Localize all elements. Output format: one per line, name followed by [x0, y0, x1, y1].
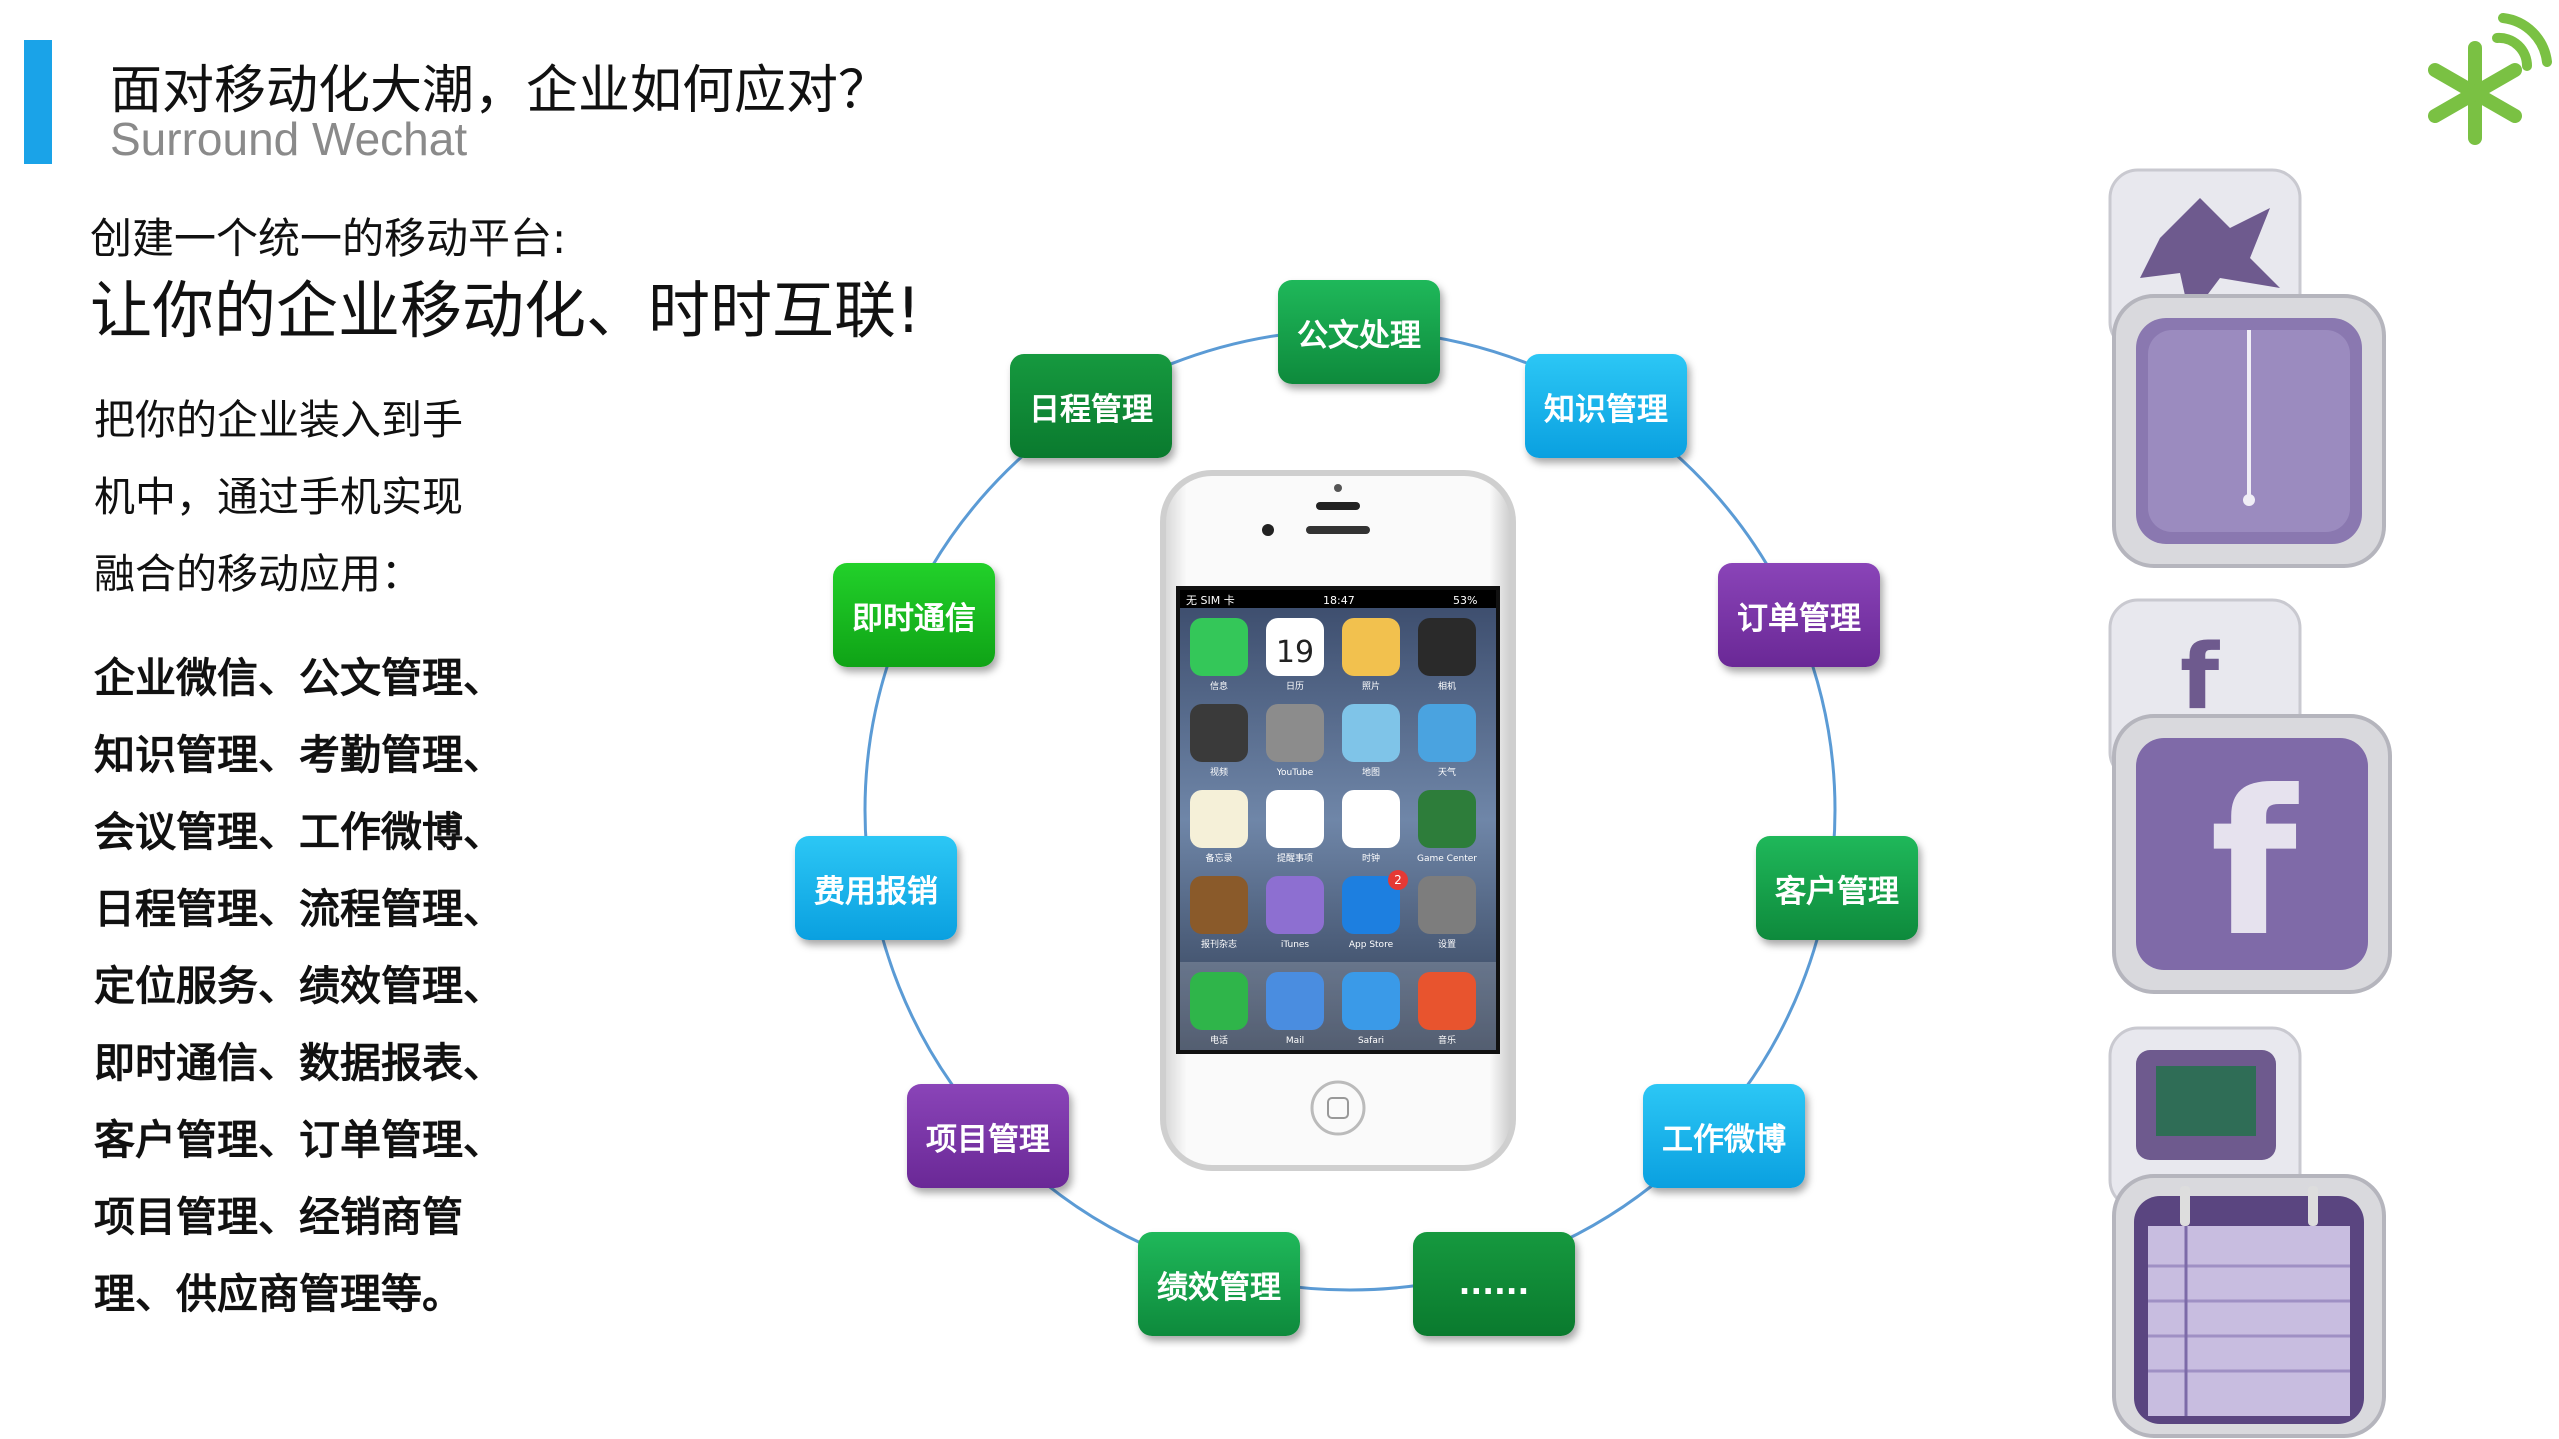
phone-app-label: 天气	[1438, 766, 1456, 778]
feature-line: 项目管理、经销商管	[94, 1193, 463, 1241]
phone-dock-label: 音乐	[1438, 1034, 1456, 1046]
phone-app-icon: 设置	[1418, 876, 1476, 950]
description-line: 机中，通过手机实现	[94, 473, 463, 521]
module-instant-messaging[interactable]: 即时通信	[833, 563, 995, 667]
phone-app-label: YouTube	[1276, 768, 1314, 778]
phone-app-icon: App Store	[1342, 876, 1400, 950]
feature-line: 定位服务、绩效管理、	[94, 962, 504, 1010]
svg-text:f: f	[2180, 625, 2220, 730]
module-performance-management[interactable]: 绩效管理	[1138, 1232, 1300, 1336]
phone-dock-icon: 电话	[1190, 972, 1248, 1046]
phone-status-battery: 53%	[1453, 594, 1477, 607]
intro-headline: 让你的企业移动化、时时互联!	[90, 274, 921, 347]
phone-app-icon: 时钟	[1342, 790, 1400, 864]
module-project-management[interactable]: 项目管理	[907, 1084, 1069, 1188]
app-store-badge: 2	[1388, 870, 1408, 890]
phone-app-label: 相机	[1438, 680, 1456, 692]
facebook-icon: f f	[2108, 598, 2392, 994]
module-knowledge-management[interactable]: 知识管理	[1525, 354, 1687, 458]
svg-text:2: 2	[1394, 873, 1402, 887]
phone-calendar-day: 19	[1276, 635, 1314, 670]
module-order-management[interactable]: 订单管理	[1718, 563, 1880, 667]
slide-title: 面对移动化大潮，企业如何应对？	[110, 61, 891, 121]
phone-app-label: iTunes	[1281, 940, 1310, 950]
phone-app-label: Game Center	[1417, 854, 1477, 864]
phone-app-icon: Game Center	[1417, 790, 1477, 864]
feature-line: 日程管理、流程管理、	[94, 885, 504, 933]
phone-app-label: 设置	[1438, 939, 1456, 950]
phone-app-label: 日历	[1286, 681, 1304, 692]
svg-text:f: f	[2210, 748, 2299, 981]
phone-dock-label: 电话	[1210, 1034, 1228, 1046]
phone-dock-label: Safari	[1358, 1036, 1384, 1046]
phone-app-icon: 信息	[1190, 618, 1248, 692]
phone-dock-icon: Mail	[1266, 972, 1324, 1046]
plane-icon	[2108, 168, 2386, 568]
feature-line: 会议管理、工作微博、	[94, 808, 504, 856]
feature-list: 企业微信、公文管理、 知识管理、考勤管理、 会议管理、工作微博、 日程管理、流程…	[94, 640, 564, 1333]
phone-app-label: 信息	[1210, 680, 1228, 692]
phone-app-icon: 19 日历	[1266, 618, 1324, 692]
phone-app-icon: YouTube	[1266, 704, 1324, 778]
phone-dock-label: Mail	[1286, 1036, 1304, 1046]
phone-app-icon: 报刊杂志	[1190, 876, 1248, 950]
phone-app-label: 报刊杂志	[1201, 938, 1237, 950]
phone-app-label: 地图	[1362, 766, 1380, 778]
module-work-weibo[interactable]: 工作微博	[1643, 1084, 1805, 1188]
notes-icon	[2108, 1026, 2386, 1438]
module-customer-management[interactable]: 客户管理	[1756, 836, 1918, 940]
feature-line: 理、供应商管理等。	[94, 1270, 463, 1318]
feature-line: 客户管理、订单管理、	[94, 1116, 504, 1164]
module-expense-reimbursement[interactable]: 费用报销	[795, 836, 957, 940]
slide-subtitle: Surround Wechat	[110, 113, 468, 165]
description-line: 融合的移动应用：	[94, 550, 422, 598]
module-document-processing[interactable]: 公文处理	[1278, 280, 1440, 384]
title-accent-bar	[24, 40, 52, 164]
brand-logo-icon	[2428, 13, 2552, 145]
phone-app-label: App Store	[1349, 940, 1394, 950]
phone-app-label: 提醒事项	[1277, 852, 1313, 864]
phone-app-icon: 提醒事项	[1266, 790, 1324, 864]
phone-app-icon: iTunes	[1266, 876, 1324, 950]
phone-status-time: 18:47	[1323, 594, 1355, 607]
phone-app-label: 时钟	[1362, 852, 1380, 864]
feature-line: 知识管理、考勤管理、	[94, 731, 504, 779]
phone-app-label: 备忘录	[1205, 852, 1232, 864]
feature-line: 企业微信、公文管理、	[94, 654, 504, 702]
module-more[interactable]: ......	[1413, 1232, 1575, 1336]
phone-app-icon: 天气	[1418, 704, 1476, 778]
phone-status-carrier: 无 SIM 卡	[1186, 594, 1235, 607]
phone-app-label: 照片	[1362, 680, 1380, 692]
phone-dock-icon: 音乐	[1418, 972, 1476, 1046]
phone-app-icon: 相机	[1418, 618, 1476, 692]
description: 把你的企业装入到手 机中，通过手机实现 融合的移动应用：	[94, 382, 534, 613]
phone-app-icon: 照片	[1342, 618, 1400, 692]
phone-app-icon: 地图	[1342, 704, 1400, 778]
phone-app-icon: 视频	[1190, 704, 1248, 778]
phone-app-icon: 备忘录	[1190, 790, 1248, 864]
description-line: 把你的企业装入到手	[94, 396, 463, 444]
feature-line: 即时通信、数据报表、	[94, 1039, 504, 1087]
module-schedule-management[interactable]: 日程管理	[1010, 354, 1172, 458]
phone-app-label: 视频	[1210, 766, 1228, 778]
phone-dock-icon: Safari	[1342, 972, 1400, 1046]
intro-line-1: 创建一个统一的移动平台:	[90, 214, 567, 263]
